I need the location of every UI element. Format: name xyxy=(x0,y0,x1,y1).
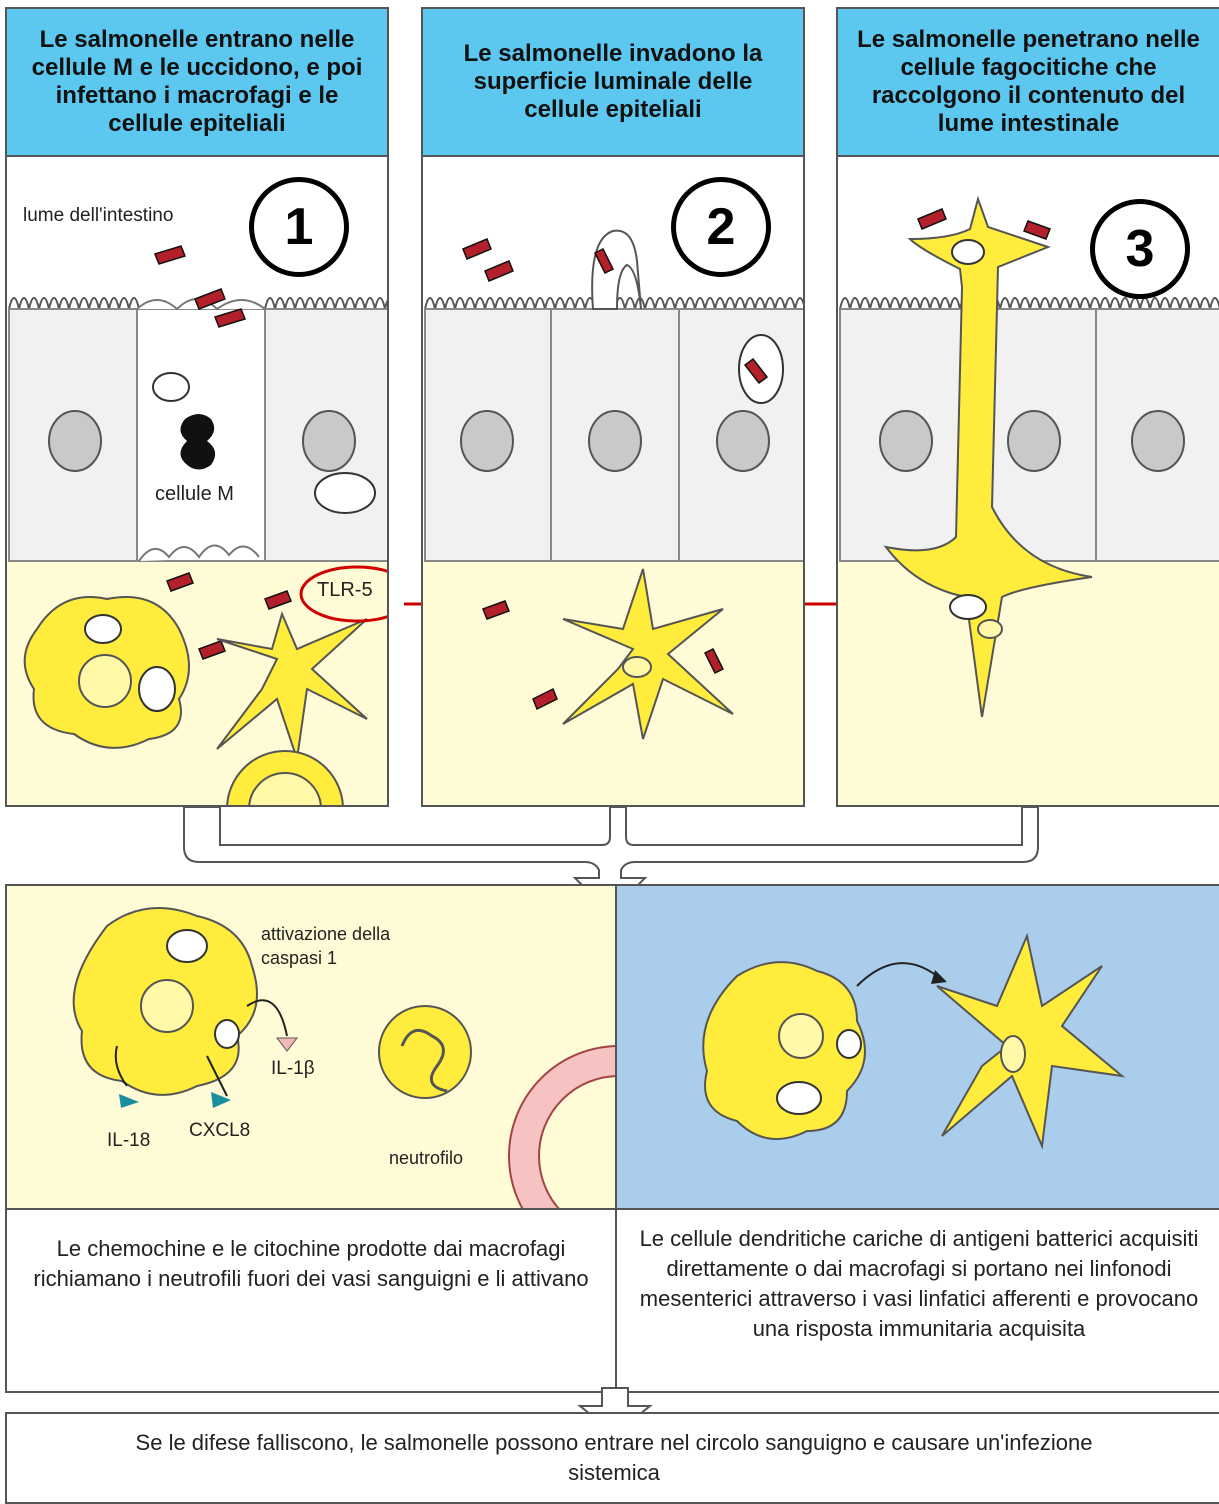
caspase-label: attivazione della caspasi 1 xyxy=(261,922,441,970)
lower-left-panel: attivazione della caspasi 1 IL-1β IL-18 … xyxy=(5,884,617,1210)
bottom-caption-box: Se le difese falliscono, le salmonelle p… xyxy=(5,1412,1219,1504)
microvilli xyxy=(840,298,1219,309)
microvilli-left xyxy=(9,298,139,309)
nucleus xyxy=(1008,411,1060,471)
il18-label: IL-18 xyxy=(107,1130,150,1152)
membrane-ruffle xyxy=(592,231,641,309)
lower-left-caption-box: Le chemochine e le citochine prodotte da… xyxy=(5,1208,617,1393)
il18-marker xyxy=(119,1094,139,1108)
panel-2: Le salmonelle invadono la superficie lum… xyxy=(421,7,805,807)
panel-1: Le salmonelle entrano nelle cellule M e … xyxy=(5,7,389,807)
panel-3: Le salmonelle penetrano nelle cellule fa… xyxy=(836,7,1219,807)
step-3-badge: 3 xyxy=(1090,199,1190,299)
nucleus xyxy=(49,411,101,471)
bacterium xyxy=(463,239,491,259)
nucleus xyxy=(1132,411,1184,471)
bacterium xyxy=(167,573,193,591)
bacterium xyxy=(918,209,946,229)
nucleus xyxy=(589,411,641,471)
il1b-marker xyxy=(277,1038,297,1051)
step-1-badge: 1 xyxy=(249,177,349,277)
bacterium xyxy=(533,689,557,709)
lower-right-panel xyxy=(615,884,1219,1210)
nucleus xyxy=(303,411,355,471)
microvilli-right xyxy=(265,298,389,309)
cxcl8-marker xyxy=(211,1092,231,1108)
bacterium xyxy=(1024,221,1050,239)
il1b-label: IL-1β xyxy=(271,1058,315,1080)
neutrophil-label: neutrofilo xyxy=(389,1148,463,1169)
bacterium xyxy=(155,246,185,264)
lower-left-caption: Le chemochine e le citochine prodotte da… xyxy=(7,1234,615,1294)
bottom-caption: Se le difese falliscono, le salmonelle p… xyxy=(7,1428,1219,1488)
dendritic-cell xyxy=(217,614,367,759)
vacuole xyxy=(153,373,189,401)
dendritic-cell xyxy=(937,936,1122,1146)
cxcl8-label: CXCL8 xyxy=(189,1120,250,1142)
lumen-label: lume dell'intestino xyxy=(23,205,173,227)
panel-2-illustration xyxy=(423,9,805,807)
lower-right-caption: Le cellule dendritiche cariche di antige… xyxy=(617,1224,1219,1344)
step-2-badge: 2 xyxy=(671,177,771,277)
bacterium xyxy=(199,641,225,659)
bacterium xyxy=(485,261,513,281)
nucleus xyxy=(880,411,932,471)
transfer-arrow xyxy=(857,963,937,986)
panel-3-illustration xyxy=(838,9,1219,807)
vacuole xyxy=(315,473,375,513)
bacterium xyxy=(483,601,509,619)
panel-1-illustration xyxy=(7,9,389,807)
dendritic-transfer-illustration xyxy=(617,886,1219,1212)
lower-right-caption-box: Le cellule dendritiche cariche di antige… xyxy=(615,1208,1219,1393)
nucleus xyxy=(461,411,513,471)
m-cell-label: cellule M xyxy=(155,483,234,506)
bacterium xyxy=(705,649,723,673)
nucleus xyxy=(717,411,769,471)
neutrophil xyxy=(379,1006,471,1098)
